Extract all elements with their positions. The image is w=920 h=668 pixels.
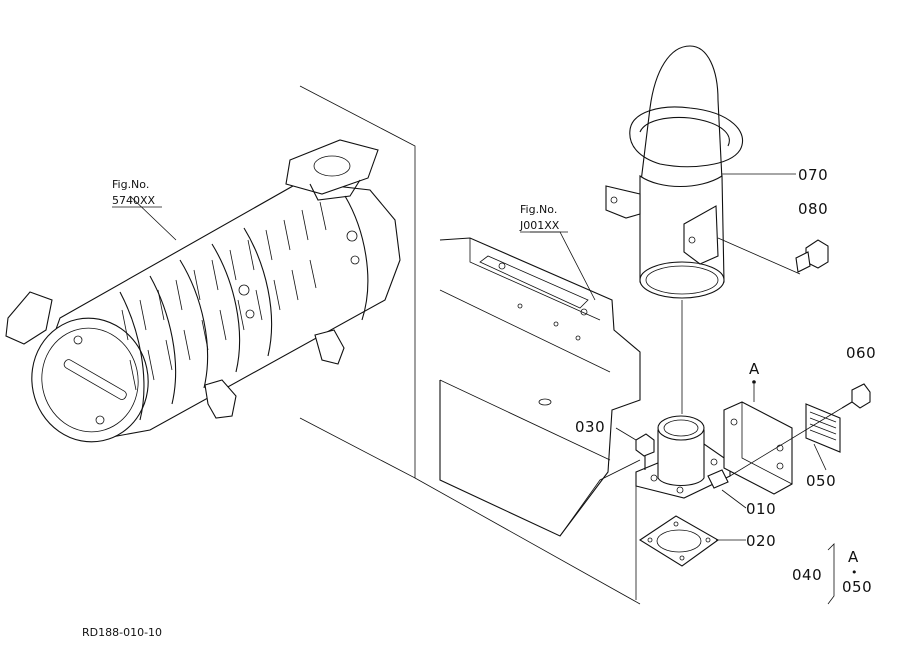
reference-j001xx[interactable]: Fig.No. J001XX xyxy=(519,203,568,233)
tail-pipe-070 xyxy=(605,45,744,299)
ref-j001xx-line2: J001XX xyxy=(519,219,560,232)
ref-j001xx-line1: Fig.No. xyxy=(520,203,557,216)
gasket-020 xyxy=(638,515,720,567)
label-plate-050 xyxy=(805,403,841,453)
callout-080[interactable]: 080 xyxy=(798,200,828,218)
pipe-bracket-010 xyxy=(635,415,731,499)
callout-020[interactable]: 020 xyxy=(746,532,776,550)
frame-panel xyxy=(439,237,641,537)
dpf-muffler-assembly xyxy=(5,139,401,443)
callout-060[interactable]: 060 xyxy=(846,344,876,362)
view-a-bracket xyxy=(723,401,793,495)
legend-dot: • xyxy=(851,566,858,579)
callout-070[interactable]: 070 xyxy=(798,166,828,184)
callout-010[interactable]: 010 xyxy=(746,500,776,518)
bolt-080 xyxy=(795,239,829,273)
legend-part: 050 xyxy=(842,578,872,596)
ref-5740xx-line2: 5740XX xyxy=(112,194,156,207)
screw-060 xyxy=(841,383,871,409)
ref-5740xx-line1: Fig.No. xyxy=(112,178,149,191)
reference-5740xx[interactable]: Fig.No. 5740XX xyxy=(112,178,162,208)
legend-letter: A xyxy=(848,548,859,566)
callout-030[interactable]: 030 xyxy=(575,418,605,436)
assembly-boundary-plane xyxy=(299,85,641,605)
legend-040: A • 050 xyxy=(842,548,872,596)
view-marker-dot-icon xyxy=(752,380,756,384)
view-marker-a: A xyxy=(749,360,760,378)
callout-040[interactable]: 040 xyxy=(792,566,822,584)
bolt-030 xyxy=(635,433,655,470)
callout-050[interactable]: 050 xyxy=(806,472,836,490)
drawing-code: RD188-010-10 xyxy=(82,626,162,639)
